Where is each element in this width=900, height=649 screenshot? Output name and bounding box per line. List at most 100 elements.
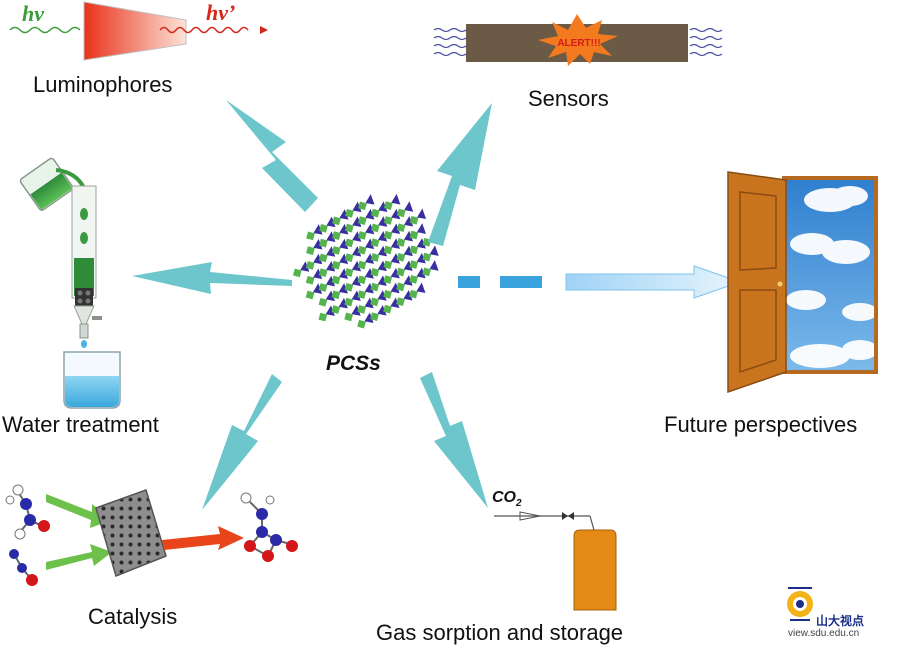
framework-node [357,245,367,255]
label-gas-sorption: Gas sorption and storage [376,620,624,645]
framework-node [331,305,341,314]
sensor-waves-left [433,27,467,57]
framework-node [345,223,354,233]
framework-node [422,267,431,277]
framework-node [396,238,406,247]
framework-node [318,283,328,292]
gas-cylinder-icon [573,529,617,611]
framework-node [409,215,419,225]
gas-sorption-illustration: CO2 [492,489,617,611]
framework-linker [325,290,335,302]
framework-node [305,290,315,300]
framework-node [318,312,328,322]
framework-linker [364,268,374,279]
framework-linker [352,231,362,242]
label-water-treatment: Water treatment [2,412,159,437]
framework-linker [313,238,323,250]
luminophores-illustration: hν hν’ [9,0,268,61]
framework-linker [365,238,375,250]
framework-linker [404,201,414,212]
framework-linker [416,267,426,279]
label-luminophores: Luminophores [33,72,173,97]
framework-node [345,209,354,218]
water-treatment-illustration [19,157,121,409]
framework-linker [404,216,414,227]
catalyst-block [95,489,167,578]
framework-node [306,231,315,241]
future-door-illustration [727,171,878,394]
framework-node [370,282,380,292]
framework-linker [352,201,362,213]
framework-node [396,282,405,292]
framework-node [306,246,315,255]
framework-node [292,268,302,278]
framework-node [383,260,393,270]
framework-node [409,245,419,255]
framework-linker [325,305,335,316]
framework-node [357,231,367,240]
framework-linker [403,289,413,301]
framework-node [358,216,367,225]
framework-linker [403,275,413,286]
arrow-to-sensors [428,103,492,246]
framework-linker [313,283,323,294]
framework-linker [390,253,400,264]
framework-node [370,238,380,248]
framework-linker [417,208,427,220]
framework-linker [339,209,349,220]
framework-node [396,267,406,277]
framework-linker [378,231,388,242]
green-arrow-icon [46,494,112,528]
framework-node [384,201,393,210]
framework-node [357,260,367,270]
co2-label: CO [492,489,517,506]
framework-linker [338,268,349,279]
framework-linker [352,246,362,257]
framework-node [409,260,419,269]
framework-linker [338,297,348,309]
label-pcss: PCSs [326,352,381,375]
framework-linker [351,290,361,301]
framework-linker [377,275,387,286]
framework-linker [377,290,387,301]
framework-linker [429,245,439,256]
framework-linker [351,260,362,272]
framework-linker [377,245,388,257]
framework-linker [416,252,426,264]
sensor-illustration: ALERT!!! [433,14,723,66]
framework-linker [365,223,375,235]
framework-node [344,268,354,277]
framework-linker [390,297,400,308]
framework-node [383,290,392,299]
framework-node [344,297,354,307]
framework-linker [325,275,336,287]
label-future-perspectives: Future perspectives [664,412,858,437]
green-arrow-icon-2 [46,544,112,570]
arrow-to-gas-sorption [420,372,488,508]
framework-node [318,297,328,307]
alert-burst-icon [538,14,618,66]
framework-node [331,246,341,255]
catalysis-illustration [5,484,298,586]
framework-linker [364,297,374,309]
watermark-name: 山大视点 [816,614,865,628]
framework-linker [351,305,361,316]
framework-node [344,238,354,248]
framework-node [331,290,341,300]
clouds [786,186,878,368]
framework-linker [326,261,336,272]
arrow-to-future [458,265,742,299]
valve-icon [562,512,568,520]
framework-linker [364,312,374,323]
pcs-framework [292,193,439,329]
framework-linker [352,216,362,227]
framework-linker [378,201,388,212]
framework-linker [313,224,323,235]
framework-node [370,297,379,307]
framework-node [396,252,406,262]
framework-node [371,208,380,218]
framework-linker [313,268,323,280]
framework-linker [377,260,387,272]
door-knob-icon [777,281,783,287]
framework-linker [416,223,426,234]
